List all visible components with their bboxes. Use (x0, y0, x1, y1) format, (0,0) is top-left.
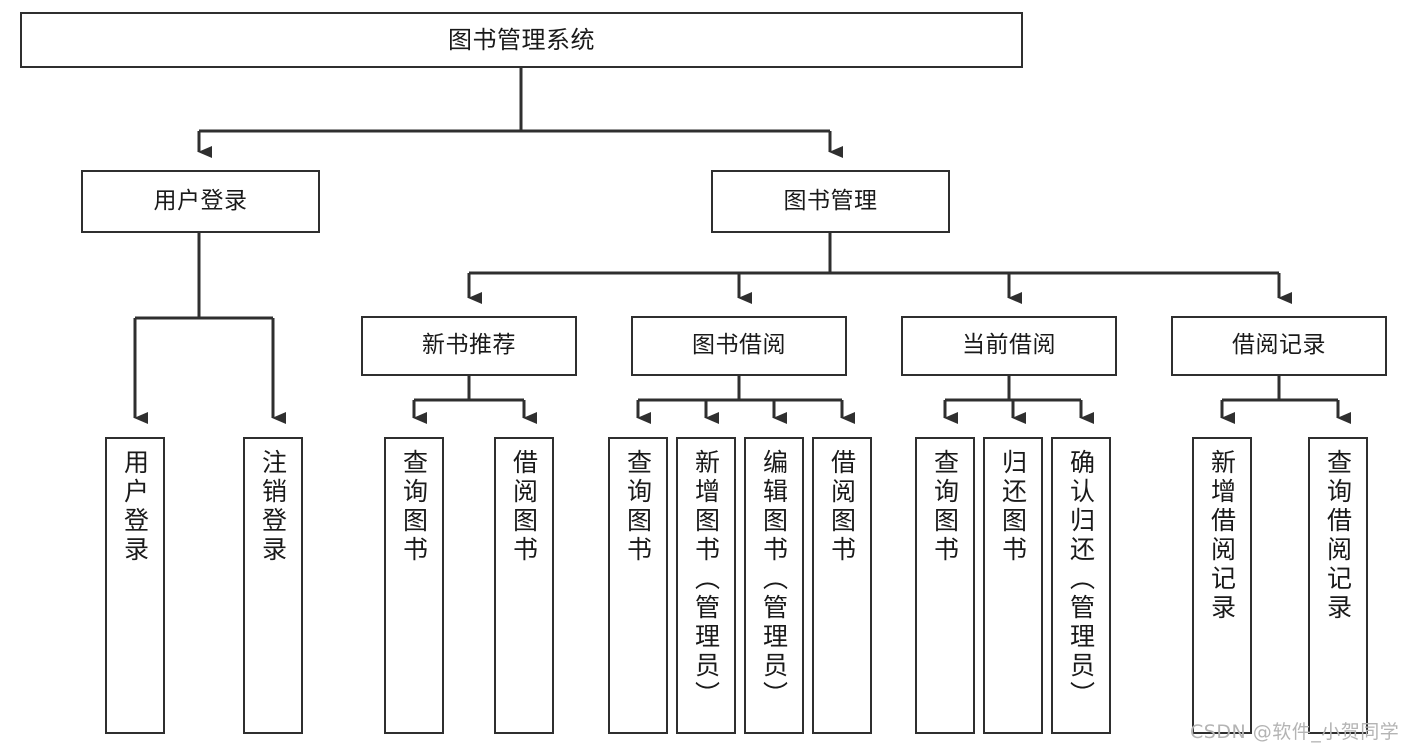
node-new-book-recommend[interactable]: 新书推荐 (361, 316, 577, 376)
node-label: 编辑图书（管理员） (759, 449, 789, 710)
node-label: 当前借阅 (962, 332, 1056, 359)
leaf-recommend-query-book[interactable]: 查询图书 (384, 437, 444, 734)
node-root-system[interactable]: 图书管理系统 (20, 12, 1023, 68)
leaf-records-add-record[interactable]: 新增借阅记录 (1192, 437, 1252, 734)
node-label: 查询图书 (399, 449, 429, 565)
node-label: 查询图书 (623, 449, 653, 565)
node-label: 新增借阅记录 (1207, 449, 1237, 623)
csdn-watermark: CSDN @软件_小贺同学 (1190, 721, 1400, 743)
node-label: 用户登录 (153, 187, 248, 214)
leaf-current-confirm-return-admin[interactable]: 确认归还（管理员） (1051, 437, 1111, 734)
node-label: 注销登录 (258, 449, 288, 565)
node-label: 查询借阅记录 (1323, 449, 1353, 623)
node-label: 图书借阅 (692, 332, 786, 359)
node-label: 新增图书（管理员） (691, 449, 721, 710)
node-label: 图书管理 (783, 187, 878, 214)
leaf-current-return-book[interactable]: 归还图书 (983, 437, 1043, 734)
node-book-management[interactable]: 图书管理 (711, 170, 950, 233)
leaf-borrow-edit-book-admin[interactable]: 编辑图书（管理员） (744, 437, 804, 734)
node-label: 借阅图书 (509, 449, 539, 565)
node-label: 图书管理系统 (448, 25, 595, 54)
node-current-borrow[interactable]: 当前借阅 (901, 316, 1117, 376)
node-book-borrow[interactable]: 图书借阅 (631, 316, 847, 376)
node-user-login[interactable]: 用户登录 (81, 170, 320, 233)
leaf-recommend-borrow-book[interactable]: 借阅图书 (494, 437, 554, 734)
node-label: 借阅图书 (827, 449, 857, 565)
leaf-user-login-logout[interactable]: 注销登录 (243, 437, 303, 734)
node-label: 查询图书 (930, 449, 960, 565)
leaf-records-query-record[interactable]: 查询借阅记录 (1308, 437, 1368, 734)
node-borrow-records[interactable]: 借阅记录 (1171, 316, 1387, 376)
node-label: 借阅记录 (1232, 332, 1326, 359)
node-label: 用户登录 (120, 449, 150, 565)
leaf-borrow-borrow-book[interactable]: 借阅图书 (812, 437, 872, 734)
leaf-user-login-login[interactable]: 用户登录 (105, 437, 165, 734)
leaf-borrow-query-book[interactable]: 查询图书 (608, 437, 668, 734)
node-label: 新书推荐 (422, 332, 516, 359)
leaf-borrow-add-book-admin[interactable]: 新增图书（管理员） (676, 437, 736, 734)
node-label: 确认归还（管理员） (1066, 449, 1096, 710)
node-label: 归还图书 (998, 449, 1028, 565)
leaf-current-query-book[interactable]: 查询图书 (915, 437, 975, 734)
